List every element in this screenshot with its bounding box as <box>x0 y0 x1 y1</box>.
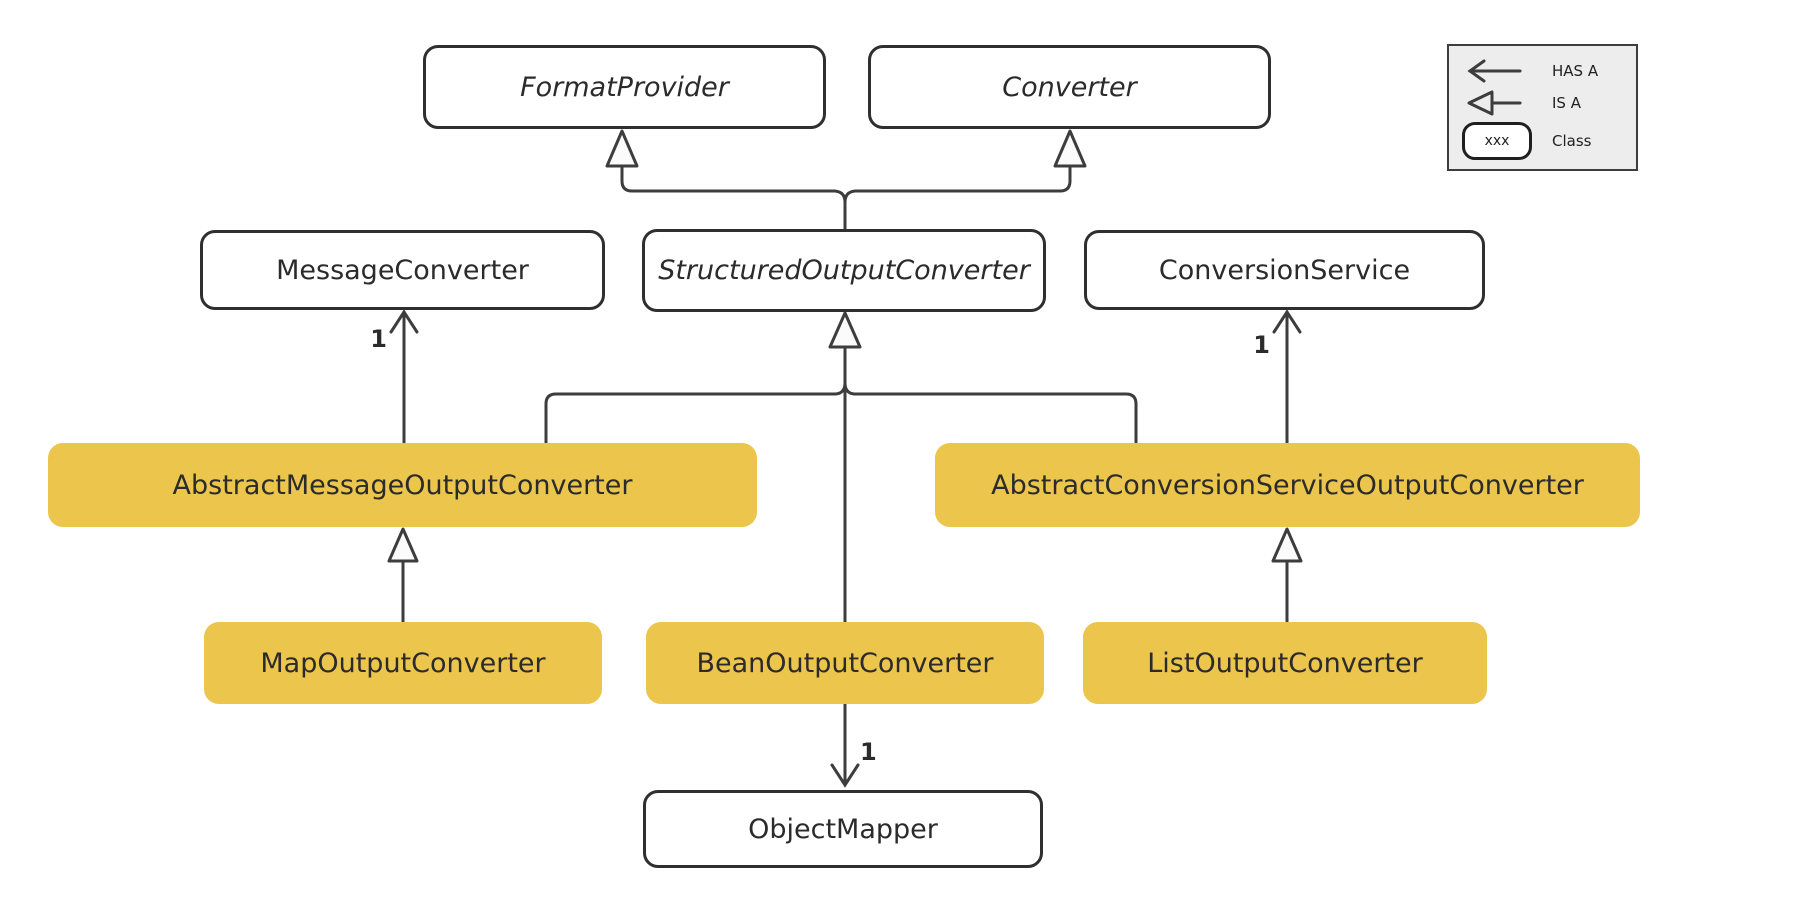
edge-line <box>843 381 1138 445</box>
node-object-mapper: ObjectMapper <box>643 790 1043 868</box>
node-structured-output-converter: StructuredOutputConverter <box>642 229 1046 312</box>
is-a-triangle-icon <box>1053 129 1087 168</box>
node-format-provider: FormatProvider <box>423 45 826 129</box>
legend-row-class: xxx Class <box>1462 122 1591 160</box>
has-a-arrow-icon <box>1467 59 1522 83</box>
node-abstract-conversion-service-output-converter: AbstractConversionServiceOutputConverter <box>935 443 1640 527</box>
edge-line <box>544 381 847 445</box>
is-a-triangle-icon <box>605 129 639 168</box>
edge-hasa-abstractconversionserviceoutputconverter-to-conversionservice: 1 <box>1253 309 1302 445</box>
legend-label-class: Class <box>1552 132 1592 150</box>
edge-hasa-abstractmessageoutputconverter-to-messageconverter: 1 <box>370 309 419 445</box>
is-a-triangle-icon <box>828 311 862 349</box>
multiplicity-label: 1 <box>370 325 387 353</box>
has-a-arrowhead-icon <box>1272 309 1302 334</box>
multiplicity-label: 1 <box>1253 331 1270 359</box>
has-a-arrowhead-icon <box>830 763 860 788</box>
node-map-output-converter: MapOutputConverter <box>204 622 602 704</box>
legend-row-has-a: HAS A <box>1462 58 1598 84</box>
node-abstract-message-output-converter: AbstractMessageOutputConverter <box>48 443 757 527</box>
legend-label-has-a: HAS A <box>1552 62 1599 80</box>
is-a-triangle-icon <box>387 527 419 563</box>
edge-isa-branch-to-structuredoutputconverter <box>544 311 1138 624</box>
legend-label-is-a: IS A <box>1552 94 1581 112</box>
edge-isa-mapoutputconverter-to-abstractmessageoutputconverter <box>387 527 419 624</box>
node-converter: Converter <box>868 45 1271 129</box>
edge-hasa-beanoutputconverter-to-objectmapper: 1 <box>830 702 877 788</box>
edge-line <box>620 164 847 232</box>
legend-row-is-a: IS A <box>1462 89 1581 117</box>
class-box-icon: xxx <box>1462 122 1532 160</box>
edge-isa-structuredoutputconverter-to-formatprovider-and-converter <box>605 129 1087 232</box>
edge-line <box>843 164 1072 204</box>
legend: HAS A IS A xxx Class <box>1447 44 1638 171</box>
edge-isa-listoutputconverter-to-abstractconversionserviceoutputconverter <box>1271 527 1303 624</box>
class-box-placeholder: xxx <box>1484 133 1510 149</box>
node-list-output-converter: ListOutputConverter <box>1083 622 1487 704</box>
is-a-triangle-icon <box>1271 527 1303 563</box>
multiplicity-label: 1 <box>860 738 877 766</box>
node-conversion-service: ConversionService <box>1084 230 1485 310</box>
node-bean-output-converter: BeanOutputConverter <box>646 622 1044 704</box>
is-a-arrow-icon <box>1467 90 1522 116</box>
has-a-arrowhead-icon <box>389 309 419 334</box>
node-message-converter: MessageConverter <box>200 230 605 310</box>
